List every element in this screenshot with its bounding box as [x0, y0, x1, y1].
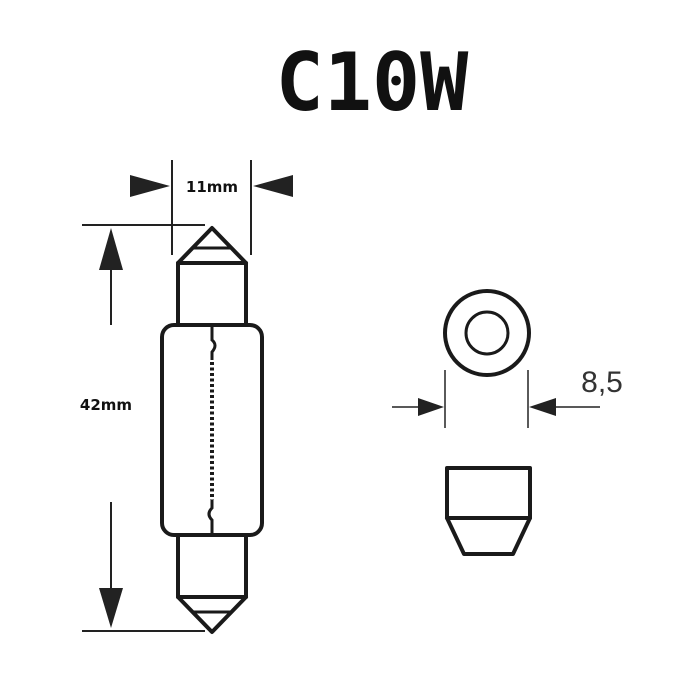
bottom-cap-sleeve	[176, 533, 248, 599]
top-cap-tip	[176, 226, 248, 265]
width-label: 11mm	[186, 178, 238, 196]
width-arrow-left-icon	[130, 175, 170, 197]
cap-side-taper	[445, 516, 532, 556]
diagram-title: C10W	[276, 36, 469, 129]
length-arrow-down-icon	[99, 588, 123, 628]
end-view-outer-ring	[443, 289, 531, 377]
filament	[207, 325, 217, 535]
cap-arrow-left-icon	[529, 398, 556, 416]
cap-side-upper	[445, 466, 532, 520]
end-view-inner-ring	[464, 310, 510, 356]
top-cap-sleeve	[176, 261, 248, 327]
length-label: 42mm	[80, 396, 132, 414]
cap-side-view	[445, 466, 532, 556]
length-dimension	[82, 224, 205, 632]
cap-diameter-dimension	[392, 370, 600, 428]
cap-arrow-right-icon	[418, 398, 444, 416]
bulb-end-view	[443, 289, 531, 377]
width-arrow-right-icon	[253, 175, 293, 197]
length-arrow-up-icon	[99, 228, 123, 270]
width-dimension	[130, 160, 293, 255]
filament-lead-top	[210, 325, 217, 360]
cap-diameter-label: 8,5	[581, 366, 623, 399]
filament-lead-bottom	[207, 500, 214, 535]
bottom-cap-tip	[176, 595, 248, 634]
